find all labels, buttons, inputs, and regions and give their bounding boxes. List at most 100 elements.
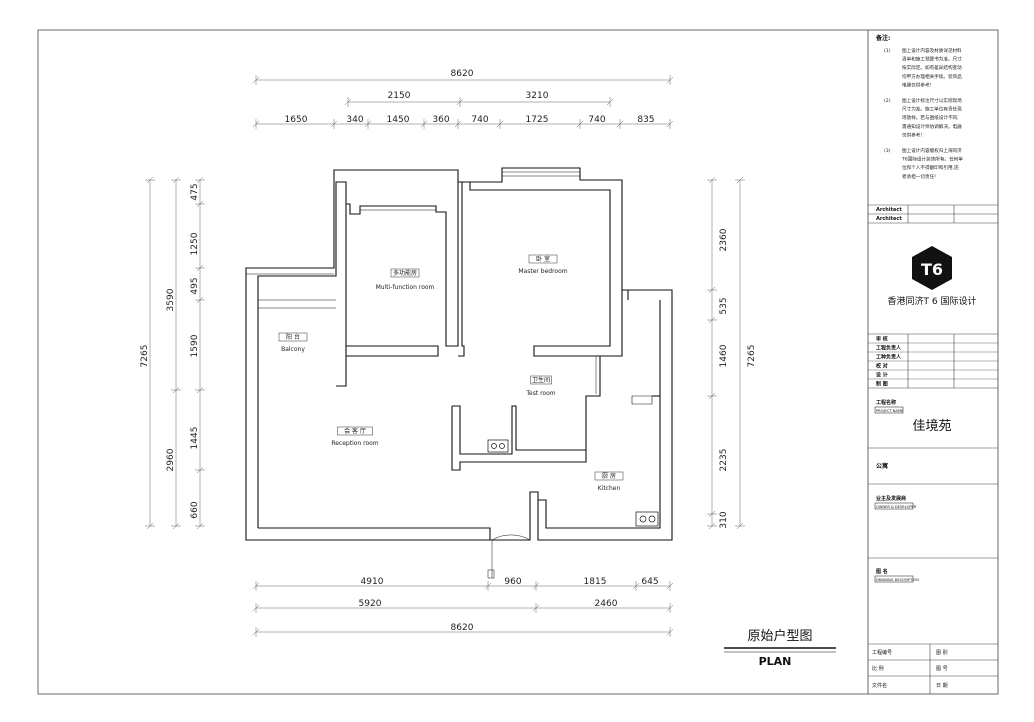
drawing-label: 图 名 (876, 568, 888, 575)
note-line: 仅供参考! (902, 131, 922, 138)
note-line: 均甲方办理相关手续。装饰品 (902, 73, 962, 80)
note-line: 图上设计标注尺寸以实际现场 (902, 97, 962, 104)
footer-drawing-no: 图 号 (936, 666, 948, 672)
dimension-text: 535 (719, 297, 729, 314)
approval-row-label: 工种负责人 (876, 354, 902, 361)
kitchen-sink-bowl-1 (639, 515, 647, 523)
dimension-text: 2360 (719, 228, 729, 251)
note-line: 需通知设计师协调解决。电器 (902, 123, 962, 130)
dimension-text: 2150 (388, 91, 411, 101)
note-line: 位和个人不得翻印和引用,违 (902, 164, 959, 171)
dimension-text: 1250 (190, 232, 200, 255)
approval-row-label: 校 对 (876, 363, 888, 370)
fixtures (487, 439, 659, 527)
room-name-cn: 阳 台 (286, 333, 300, 341)
approval-row-label: 工程负责人 (876, 345, 902, 352)
dimension-text: 360 (432, 115, 449, 125)
project-name-en-box (874, 406, 904, 414)
walls (245, 167, 673, 579)
dimension-text: 645 (641, 577, 658, 587)
logo-hexagon (912, 246, 952, 290)
title-block: 备注: (1)图上设计内容及材质详见材料清单和施工预算书为准。尺寸按实际定。如有… (868, 34, 998, 694)
bathroom-basin-bowl-1 (491, 443, 497, 449)
bathroom-walls (451, 356, 601, 471)
dimension-text: 4910 (361, 577, 384, 587)
approval-row-label: 制 图 (876, 381, 888, 388)
project-name: 佳境苑 (912, 419, 951, 434)
multi-room-bottom (346, 345, 439, 357)
room-name-cn: 卫生间 (532, 376, 550, 384)
dimension-text: 475 (190, 183, 200, 200)
section-name: 公寓 (876, 462, 888, 470)
living-wall-inner (258, 527, 491, 540)
dimension-text: 1460 (719, 344, 729, 367)
project-name-en: PROJECT NAME (876, 409, 904, 413)
kitchen-partition (631, 395, 653, 405)
note-line: 图上设计内容及材质详见材料 (902, 47, 962, 54)
dimension-text: 960 (504, 577, 521, 587)
dimension-text: 1650 (285, 115, 308, 125)
note-line: 者承担一切责任! (902, 173, 936, 180)
dimension-text: 2960 (166, 448, 176, 471)
room-label-box (594, 471, 624, 481)
dimension-text: 2460 (595, 599, 618, 609)
note-line: 按实际定。如有差异结构变动 (902, 64, 962, 71)
dimension-text: 8620 (451, 623, 474, 633)
dimension-text: 3590 (166, 288, 176, 311)
outer-wall-outer (245, 167, 673, 541)
outer-wall-inner (257, 181, 347, 528)
room-name-en: Kitchen (598, 485, 621, 492)
project-name-label: 工程名称 (876, 399, 896, 406)
drawing-title-cn: 原始户型图 (747, 628, 812, 644)
room-label-box (390, 268, 420, 278)
approval-row-label: 审 核 (876, 336, 888, 343)
approval-row-lines (868, 342, 998, 380)
dimension-text: 3210 (526, 91, 549, 101)
dimension-text: 2235 (719, 449, 729, 472)
owner-label: 业主及发展商 (876, 495, 906, 502)
kitchen-sink-bowl-2 (648, 515, 656, 523)
note-number: (2) (884, 98, 891, 104)
company-name: 香港同济T 6 国际设计 (888, 295, 977, 307)
entry-door-leaf (487, 569, 495, 579)
dimension-text: 340 (346, 115, 363, 125)
room-label-box (530, 375, 552, 385)
room-name-cn: 卧 室 (536, 255, 550, 263)
owner-en-box (874, 502, 914, 510)
owner-en: OWNER & DEVELOPER (876, 505, 917, 509)
dimension-text: 1445 (190, 427, 200, 450)
drawing-en-box (874, 575, 914, 583)
room-name-cn: 多功能房 (393, 269, 417, 277)
dimension-lines (149, 79, 741, 633)
multi-room-walls (346, 182, 459, 347)
bedroom-walls (458, 181, 623, 357)
dimension-text: 1815 (584, 577, 607, 587)
room-label-box (528, 254, 558, 264)
kitchen-right-wall (538, 290, 661, 529)
room-name-en: Test room (525, 390, 555, 397)
footer-file-name: 文件名 (872, 682, 887, 689)
notes-heading: 备注: (875, 34, 890, 42)
room-name-en: Master bedroom (518, 268, 567, 275)
dimension-text: 5920 (359, 599, 382, 609)
note-line: 图上设计内容版权归上海同济 (902, 147, 962, 154)
dimension-text: 660 (190, 501, 200, 518)
bathroom-basin-bowl-2 (499, 443, 505, 449)
kitchen-sink (635, 511, 659, 527)
sheet-border (37, 29, 999, 695)
note-line: 尺寸为准。施工单位有责任现 (902, 106, 962, 113)
note-line: 清单和施工预算书为准。尺寸 (902, 56, 962, 63)
dimension-text: 7265 (140, 345, 150, 368)
room-name-en: Balcony (281, 346, 305, 353)
dimension-text: 1450 (387, 115, 410, 125)
note-line: 场放样。若与图纸设计不同, (902, 114, 959, 121)
note-number: (3) (884, 148, 891, 154)
dimension-text: 835 (637, 115, 654, 125)
bathroom-door-frame (586, 355, 597, 394)
company-logo-icon: T6 (912, 246, 952, 290)
dimension-text: 495 (190, 277, 200, 294)
dimension-text: 8620 (451, 69, 474, 79)
footer-date: 日 期 (936, 683, 948, 689)
